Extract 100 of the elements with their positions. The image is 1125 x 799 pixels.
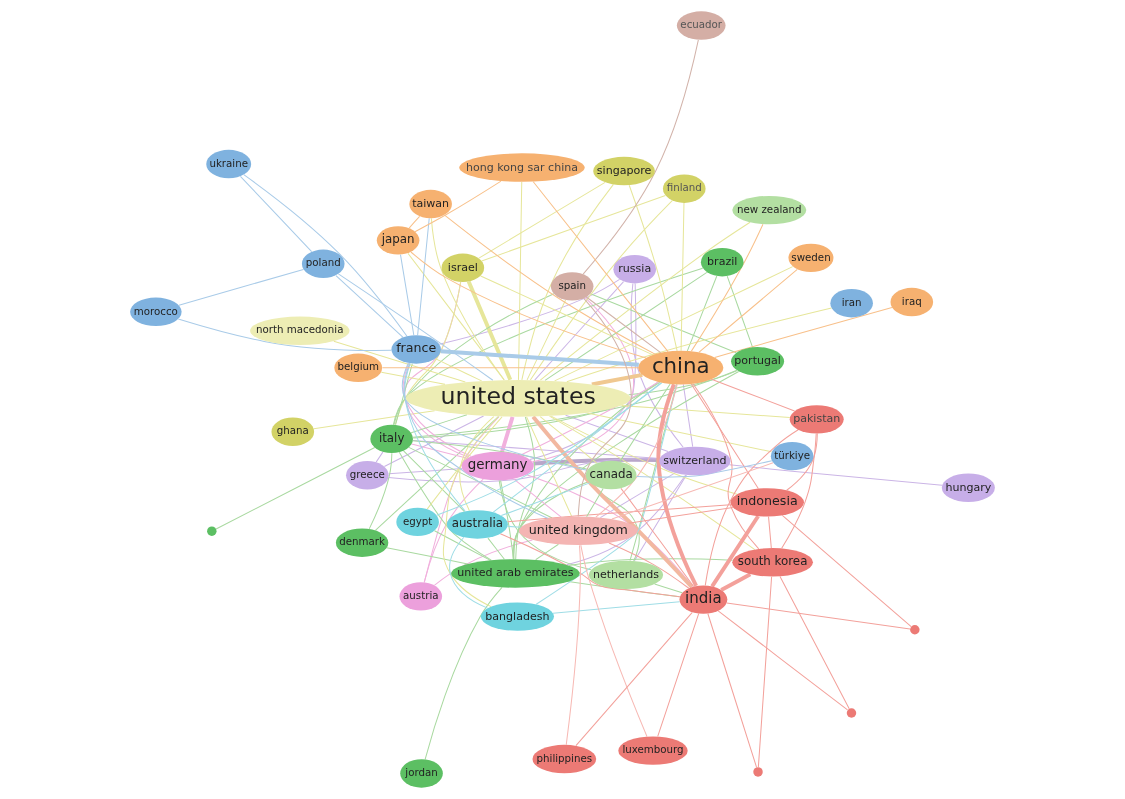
connector <box>539 221 751 381</box>
node-ellipse: indonesia <box>730 488 804 517</box>
node-ellipse: spain <box>550 272 594 301</box>
connector <box>408 215 421 229</box>
connector <box>404 362 466 512</box>
connector <box>500 482 591 517</box>
connector <box>403 450 465 513</box>
node-ellipse: india <box>679 585 728 614</box>
connector <box>633 474 687 562</box>
node-circle <box>207 526 217 536</box>
node-ellipse: taiwan <box>409 189 452 219</box>
connector <box>487 537 505 560</box>
connector <box>586 488 604 518</box>
node-circle <box>846 708 857 718</box>
connector <box>408 446 553 519</box>
connector <box>781 514 912 628</box>
connector <box>492 382 662 513</box>
connector <box>517 181 523 381</box>
node-ellipse: ecuador <box>676 11 726 40</box>
node-ellipse: iran <box>830 288 873 318</box>
connector <box>239 175 313 253</box>
connector <box>529 200 673 381</box>
connector <box>243 174 408 337</box>
node-ellipse: south korea <box>732 548 813 577</box>
node-ellipse: egypt <box>396 507 439 537</box>
connector <box>680 202 685 352</box>
connector <box>549 415 756 551</box>
connector <box>656 383 698 587</box>
node-ellipse: brazil <box>700 247 744 277</box>
connector <box>589 293 737 354</box>
connector <box>698 268 798 353</box>
connector <box>585 296 662 354</box>
connector <box>786 433 818 491</box>
node-ellipse: pakistan <box>789 405 844 434</box>
connector <box>628 184 678 352</box>
node-ellipse: austria <box>399 582 443 611</box>
connector <box>513 371 740 560</box>
connector <box>619 383 671 463</box>
connector <box>686 275 718 352</box>
connector <box>434 358 483 382</box>
connector <box>424 586 503 760</box>
connector <box>582 39 699 275</box>
node-ellipse: netherlands <box>588 560 664 590</box>
connector <box>779 575 850 710</box>
connector <box>595 383 678 518</box>
connector <box>577 297 632 517</box>
connector <box>591 372 643 387</box>
connector <box>337 273 494 381</box>
node-ellipse: portugal <box>731 347 785 376</box>
node-ellipse: denmark <box>335 528 389 557</box>
node-circle <box>753 767 763 777</box>
connector <box>410 414 468 434</box>
node-ellipse: ghana <box>271 417 315 446</box>
connector <box>636 460 773 478</box>
node-ellipse: singapore <box>593 156 655 186</box>
connector <box>690 223 764 352</box>
node-ellipse: new zealand <box>732 195 807 225</box>
connector <box>375 451 384 463</box>
node-ellipse: bangladesh <box>480 602 554 631</box>
connector <box>442 416 499 608</box>
node-ellipse: jordan <box>400 759 443 788</box>
node-ellipse: china <box>638 350 724 385</box>
connector <box>627 507 734 524</box>
connector <box>757 576 773 768</box>
connector <box>720 572 752 592</box>
connector <box>657 613 700 737</box>
connector <box>412 381 661 439</box>
connector <box>438 278 621 345</box>
connector <box>550 415 738 495</box>
connector <box>575 611 693 747</box>
connector <box>430 217 505 381</box>
node-ellipse: belgium <box>334 353 383 382</box>
node-ellipse: luxembourg <box>618 736 688 765</box>
connector <box>608 542 690 589</box>
connector <box>580 544 648 738</box>
connector <box>335 275 404 338</box>
connector <box>498 479 592 571</box>
connector <box>368 452 393 530</box>
connector <box>414 180 502 233</box>
node-ellipse: iraq <box>890 287 934 317</box>
node-ellipse: united kingdom <box>518 516 638 546</box>
node-ellipse: france <box>391 335 441 364</box>
connector <box>466 280 513 381</box>
connector <box>566 474 687 566</box>
connector <box>512 481 589 560</box>
connector <box>621 405 791 418</box>
connector <box>710 515 760 588</box>
connector <box>520 381 659 456</box>
node-ellipse: italy <box>370 424 413 454</box>
connector <box>717 610 849 711</box>
connector <box>313 410 436 430</box>
connector <box>412 369 738 438</box>
connector <box>481 194 666 262</box>
node-ellipse: poland <box>301 249 345 278</box>
connector <box>539 416 598 464</box>
connector <box>535 543 559 561</box>
connector <box>426 416 503 510</box>
connector <box>768 516 772 549</box>
connector <box>506 504 732 523</box>
connector <box>515 416 536 560</box>
